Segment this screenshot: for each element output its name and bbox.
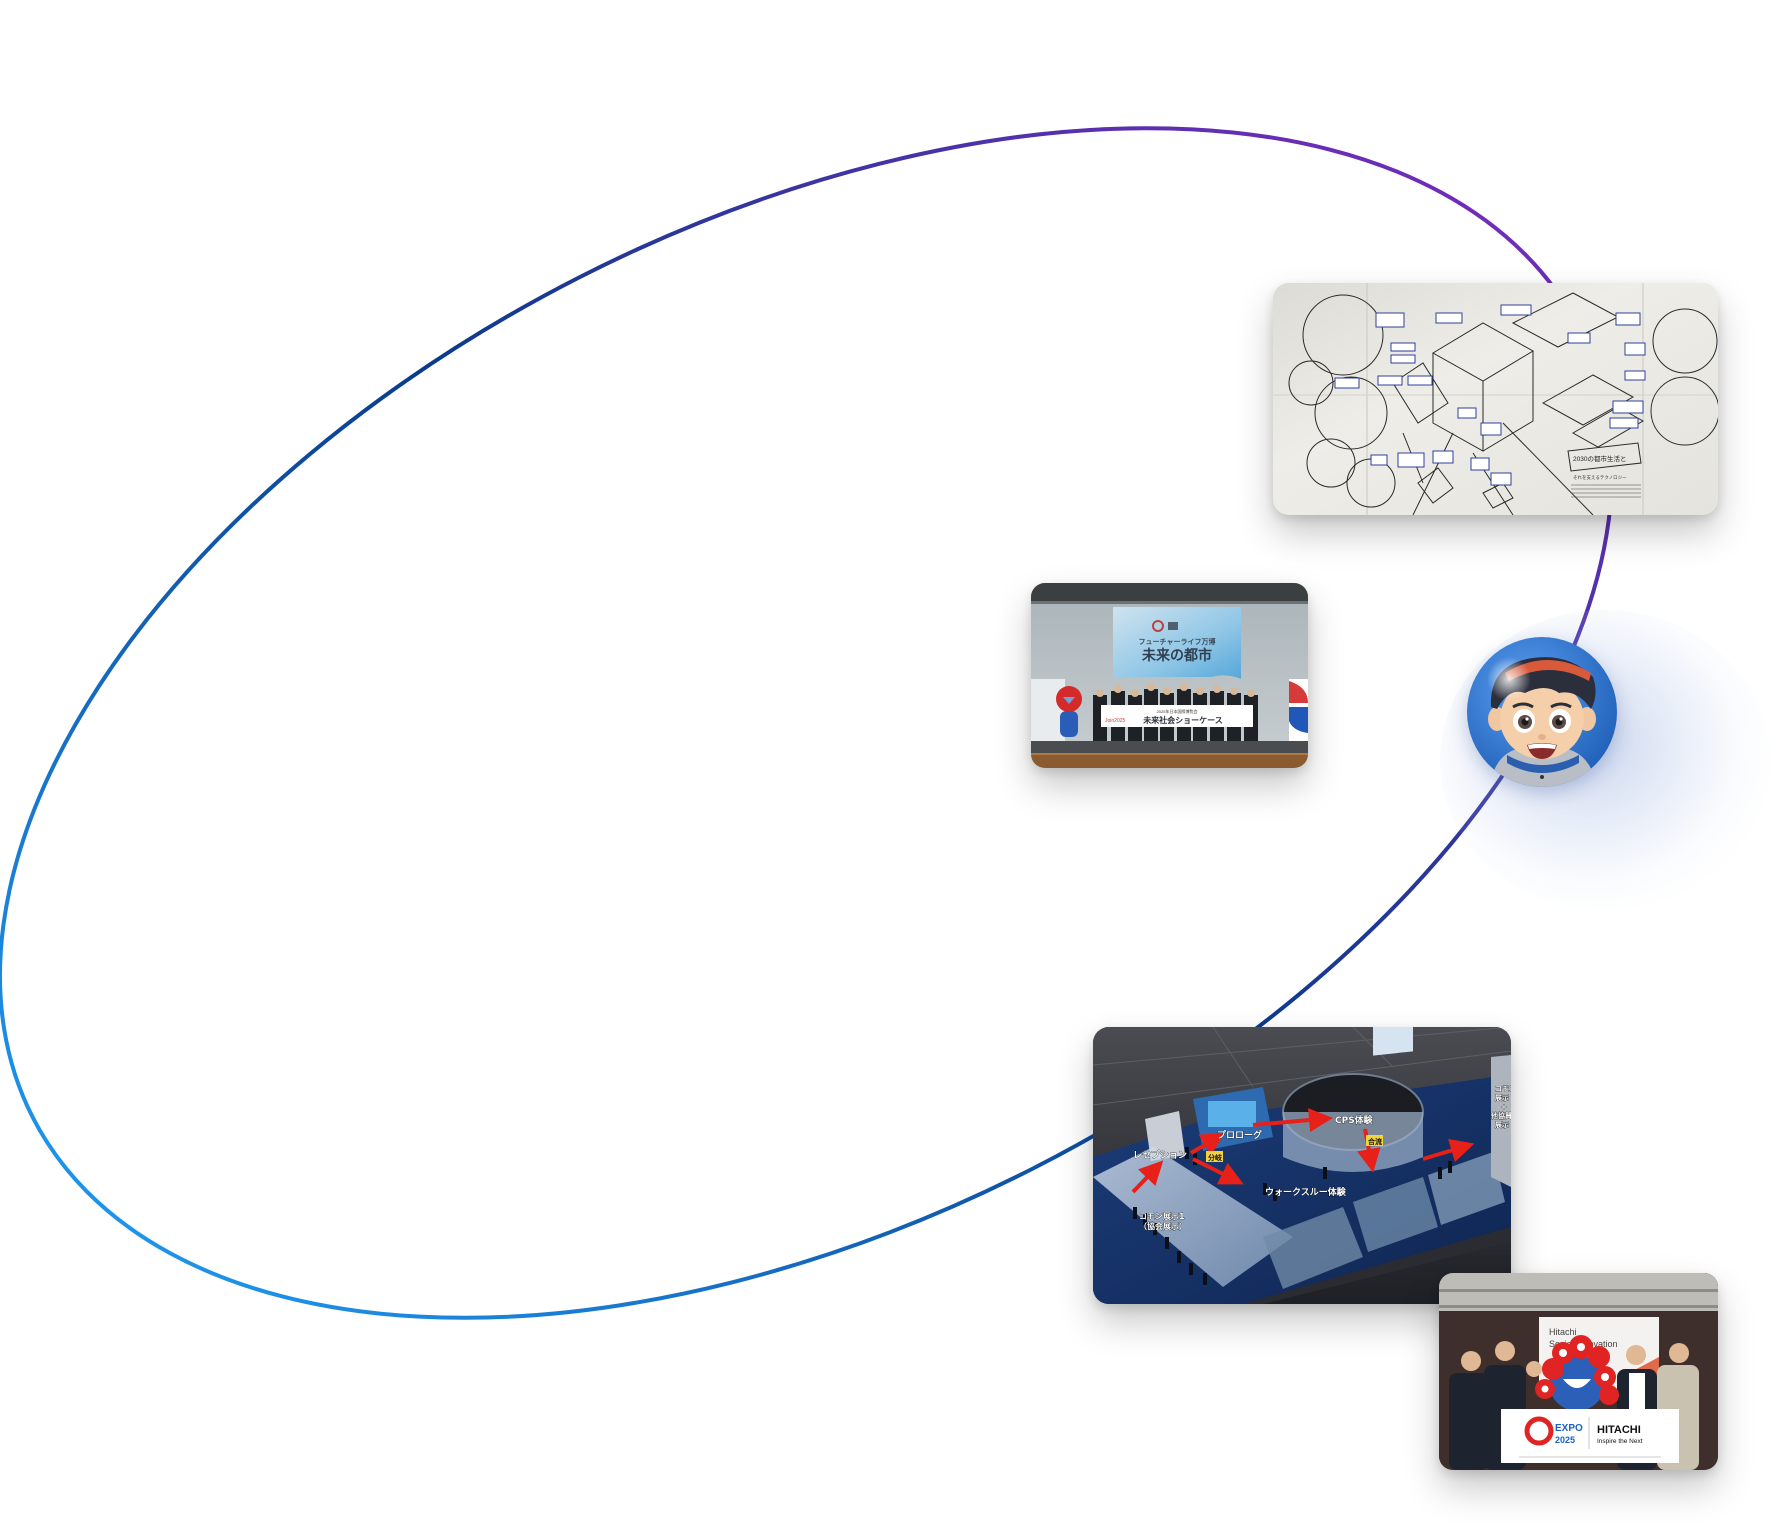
group-banner-expo: EXPO — [1555, 1423, 1583, 1434]
stage-screen-title: 未来の都市 — [1142, 647, 1212, 664]
group-photo-image-card[interactable]: Hitachi Social Innovation — [1439, 1273, 1718, 1470]
stage-event-photo: フューチャーライフ万博 未来の都市 2025年日本国際 — [1031, 583, 1308, 768]
floor-label-common1-line2: （協会展示） — [1139, 1221, 1187, 1231]
floor-label-common1-line1: コモン展示1 — [1139, 1212, 1185, 1221]
character-face-icon — [1467, 637, 1617, 787]
floor-label-reception: レセプション — [1133, 1149, 1187, 1161]
hitachi-expo-group-photo: Hitachi Social Innovation — [1439, 1273, 1718, 1470]
stage-banner-left: Join2025 — [1105, 718, 1126, 724]
floor-plan-image-card[interactable]: レセプション プロローグ CPS体験 ウォークスルー体験 コモン展示1 （協会展… — [1093, 1027, 1511, 1304]
group-banner-brand: HITACHI — [1597, 1424, 1641, 1436]
stage-screen-subtitle: フューチャーライフ万博 — [1139, 637, 1216, 646]
group-banner-tagline: Inspire the Next — [1597, 1438, 1643, 1445]
stage-banner-small: 2025年日本国際博覧会 — [1157, 708, 1198, 714]
pavilion-floor-plan-rendering: レセプション プロローグ CPS体験 ウォークスルー体験 コモン展示1 （協会展… — [1093, 1027, 1511, 1304]
character-avatar[interactable] — [1467, 637, 1617, 787]
floor-label-branch: 分岐 — [1208, 1153, 1223, 1162]
whiteboard-sketch-image: 2030の都市生活と それを支えるテクノロジー — [1273, 283, 1718, 515]
sketch-caption-line-2: それを支えるテクノロジー — [1573, 474, 1627, 481]
floor-label-cps: CPS体験 — [1335, 1114, 1374, 1126]
floor-label-right-line5: 展示 — [1494, 1120, 1509, 1129]
floor-label-right-line3: + — [1501, 1103, 1507, 1111]
floor-label-walkthrough: ウォークスルー体験 — [1265, 1186, 1347, 1198]
group-screen-line1: Hitachi — [1549, 1327, 1577, 1337]
floor-label-right-line2: 展示 — [1494, 1093, 1509, 1102]
group-banner-year: 2025 — [1555, 1435, 1575, 1445]
floor-label-right-line4: 他協賛 — [1490, 1111, 1511, 1120]
stage-event-image-card[interactable]: フューチャーライフ万博 未来の都市 2025年日本国際 — [1031, 583, 1308, 768]
floor-label-merge: 合流 — [1367, 1137, 1382, 1146]
sketch-image-card[interactable]: 2030の都市生活と それを支えるテクノロジー — [1273, 283, 1718, 515]
sketch-caption-line-1: 2030の都市生活と — [1573, 454, 1626, 463]
stage-banner-title: 未来社会ショーケース — [1142, 715, 1223, 725]
floor-label-prologue: プロローグ — [1217, 1129, 1262, 1141]
floor-label-right-line1: コモン — [1495, 1085, 1511, 1093]
